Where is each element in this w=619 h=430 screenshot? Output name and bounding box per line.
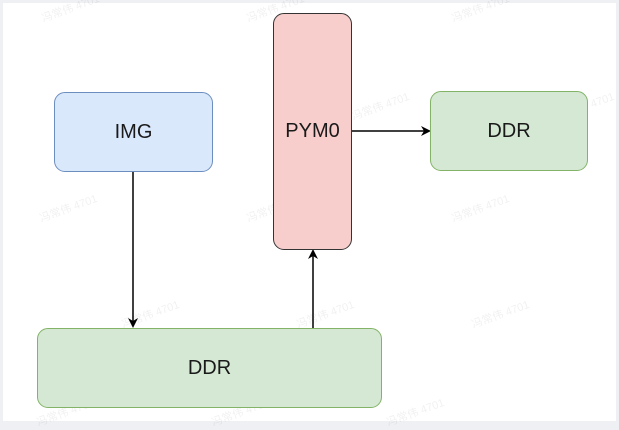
node-ddr-right-label: DDR (487, 119, 531, 142)
node-img[interactable]: IMG (54, 92, 213, 172)
node-pym0[interactable]: PYM0 (273, 13, 352, 250)
node-img-label: IMG (114, 120, 153, 143)
node-ddr-bottom[interactable]: DDR (37, 328, 382, 408)
node-pym0-label: PYM0 (285, 120, 340, 142)
node-ddr-bottom-label: DDR (187, 356, 232, 379)
node-ddr-right[interactable]: DDR (430, 91, 588, 171)
